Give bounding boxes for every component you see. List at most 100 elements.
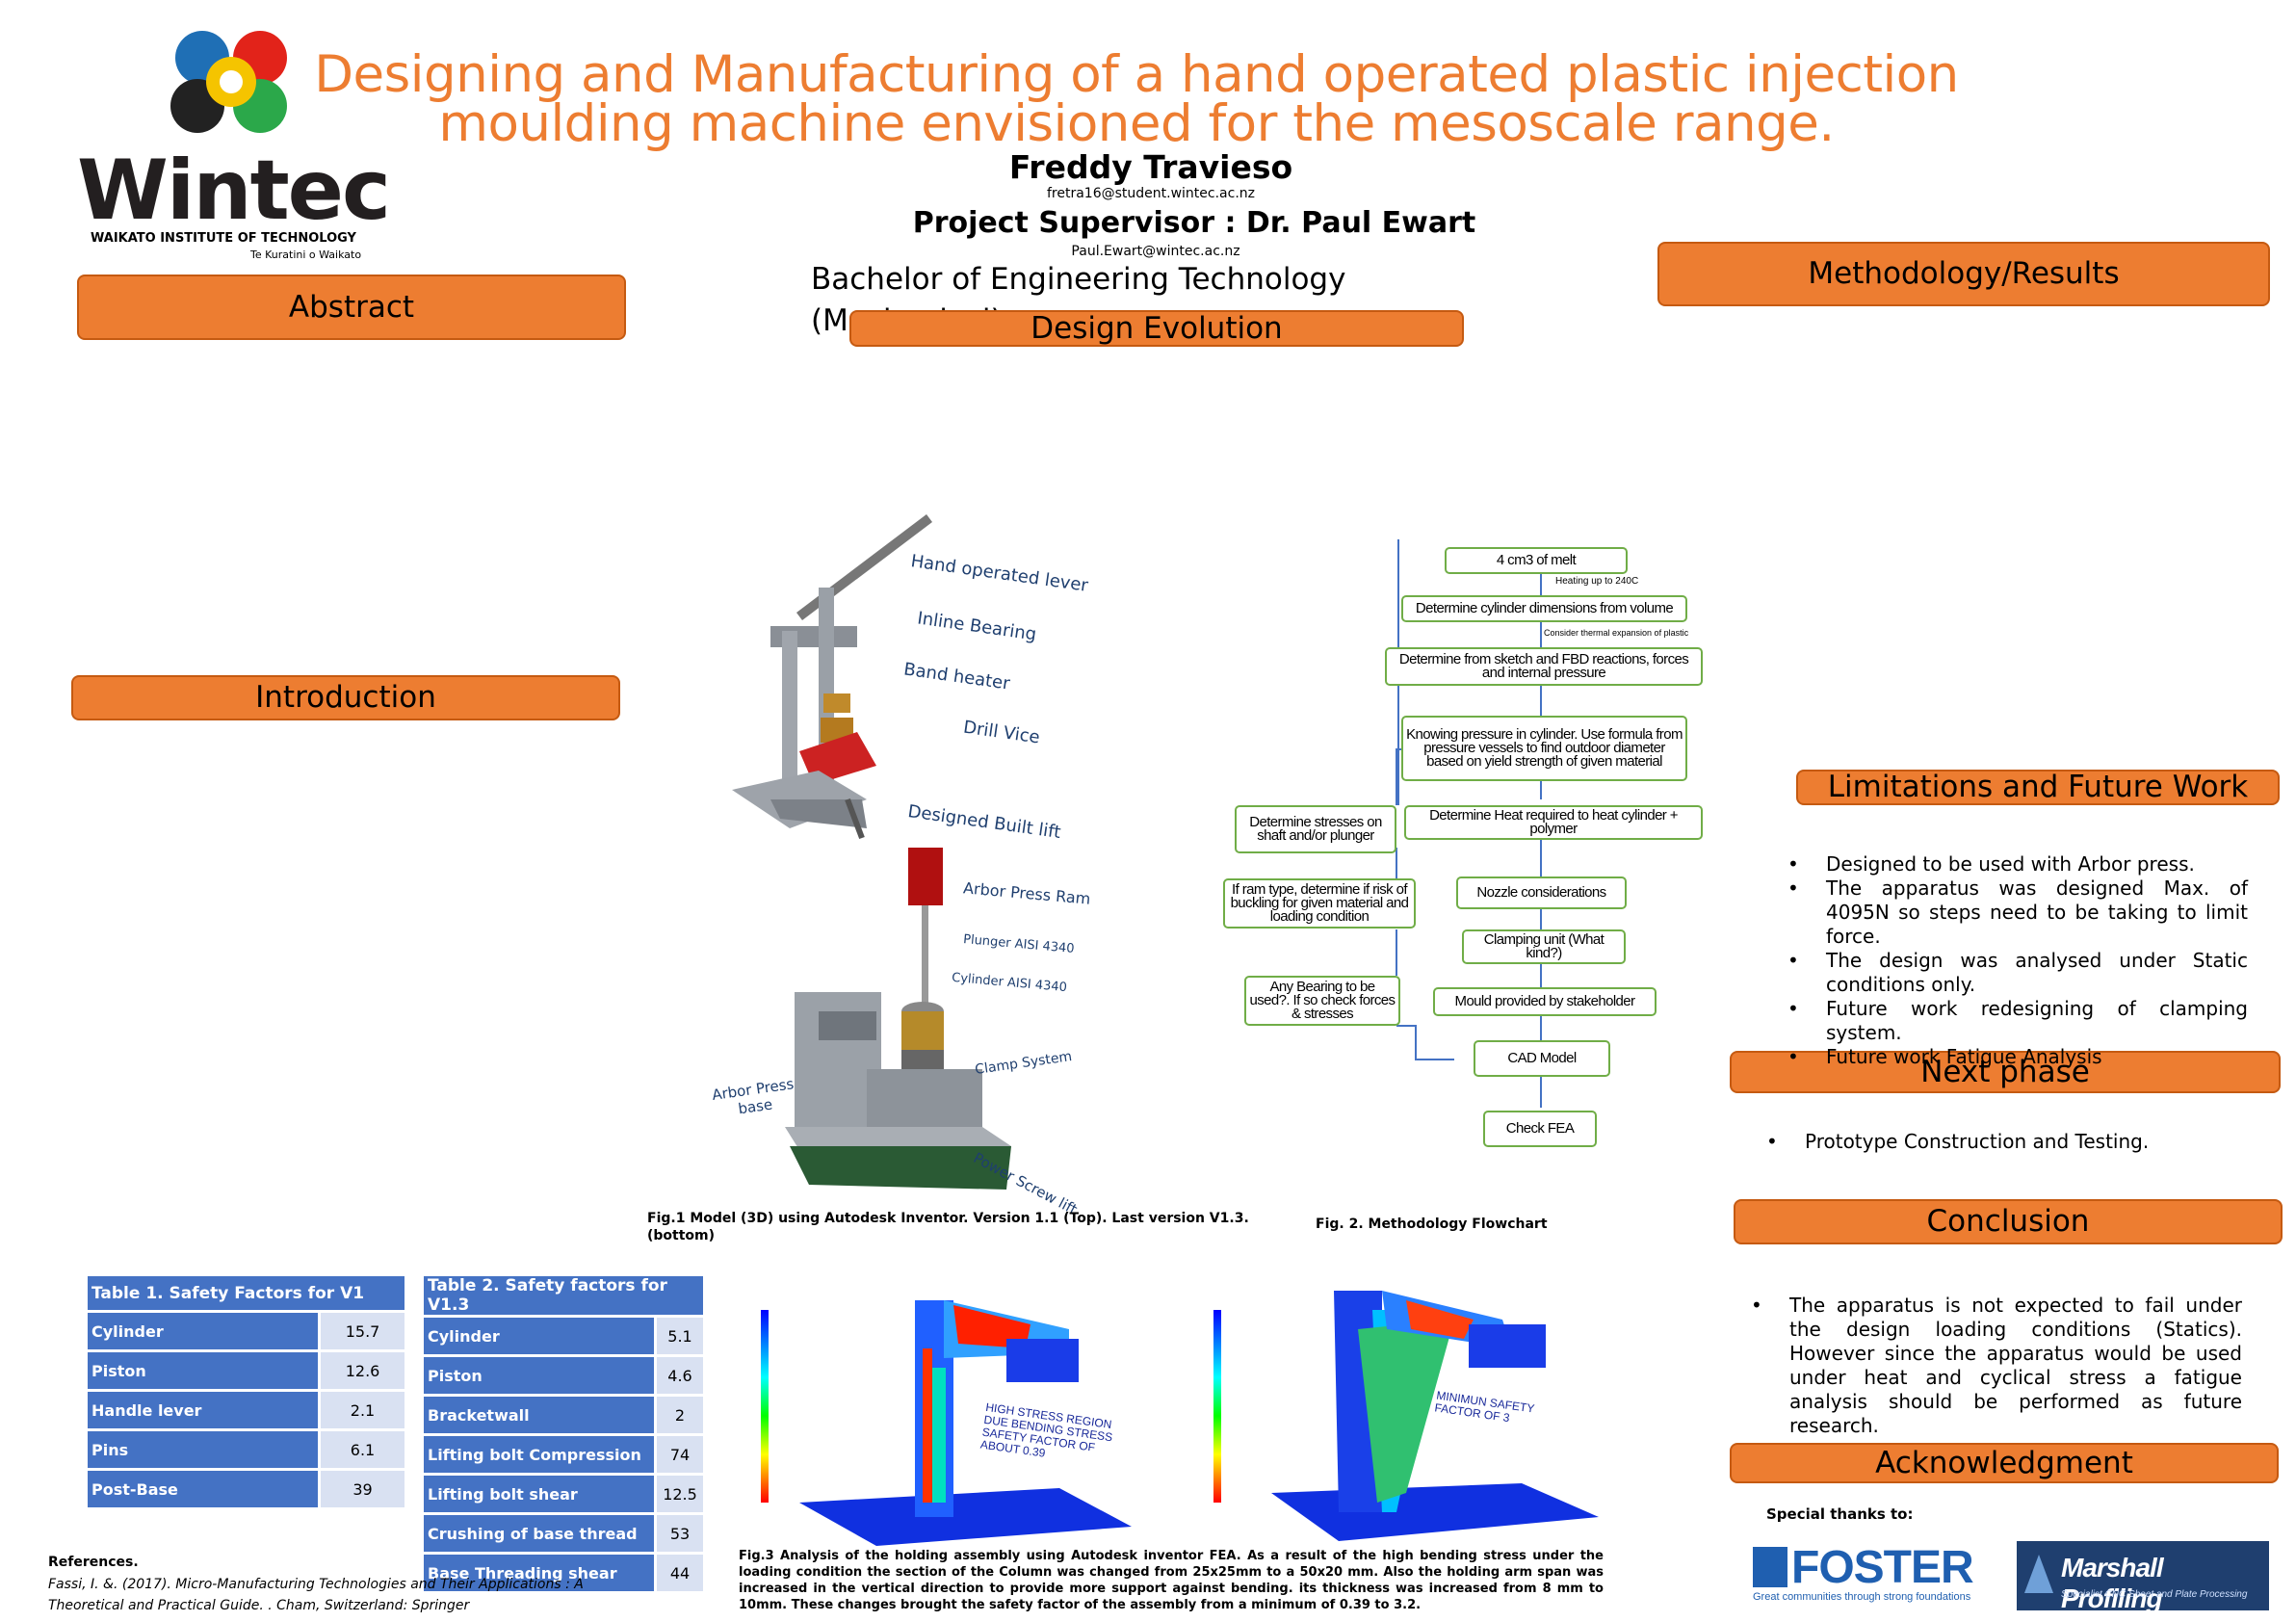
supervisor: Project Supervisor : Dr. Paul Ewart bbox=[912, 206, 1476, 240]
flow-node-buckling: If ram type, determine if risk of buckli… bbox=[1223, 878, 1416, 929]
methodology-flowchart: 4 cm3 of melt Heating up to 240C Determi… bbox=[1223, 539, 1724, 1156]
wintec-subtitle-maori: Te Kuratini o Waikato bbox=[250, 249, 362, 261]
table-safety-factors-v13: Table 2. Safety factors for V1.3 Cylinde… bbox=[421, 1273, 706, 1594]
wintec-emblem-icon bbox=[170, 31, 287, 133]
flow-node-nozzle: Nozzle considerations bbox=[1456, 876, 1627, 909]
list-item: The design was analysed under Static con… bbox=[1787, 949, 2248, 997]
list-item: Future work Fatigue Analysis bbox=[1787, 1045, 2248, 1069]
flow-node-fbd: Determine from sketch and FBD reactions,… bbox=[1385, 647, 1703, 686]
references-heading: References. bbox=[48, 1555, 139, 1570]
row-value: 2 bbox=[654, 1394, 706, 1436]
section-abstract: Abstract bbox=[77, 275, 626, 340]
row-label: Crushing of base thread bbox=[421, 1512, 657, 1555]
table2-title: Table 2. Safety factors for V1.3 bbox=[421, 1273, 706, 1318]
row-label: Lifting bolt Compression bbox=[421, 1433, 657, 1476]
references-line2: Theoretical and Practical Guide. . Cham,… bbox=[48, 1598, 470, 1613]
foster-wordmark: FOSTER bbox=[1791, 1542, 1974, 1593]
next-phase-list: Prototype Construction and Testing. bbox=[1766, 1130, 2267, 1154]
flow-node-bearing: Any Bearing to be used?. If so check for… bbox=[1244, 976, 1400, 1026]
supervisor-email: Paul.Ewart@wintec.ac.nz bbox=[1071, 244, 1240, 259]
row-value: 44 bbox=[654, 1552, 706, 1594]
list-item: The apparatus is not expected to fail un… bbox=[1751, 1294, 2242, 1438]
row-label: Handle lever bbox=[84, 1389, 322, 1431]
row-label: Post-Base bbox=[84, 1468, 322, 1510]
conclusion-list: The apparatus is not expected to fail un… bbox=[1751, 1294, 2242, 1438]
row-label: Cylinder bbox=[421, 1315, 657, 1357]
fig3-caption: Fig.3 Analysis of the holding assembly u… bbox=[739, 1549, 1604, 1612]
references-line1: Fassi, I. &. (2017). Micro-Manufacturing… bbox=[48, 1577, 584, 1592]
row-label: Lifting bolt shear bbox=[421, 1473, 657, 1515]
table1-title: Table 1. Safety Factors for V1 bbox=[85, 1273, 407, 1313]
author-name: Freddy Travieso bbox=[1008, 148, 1293, 186]
flow-node-cylinder-dims: Determine cylinder dimensions from volum… bbox=[1401, 595, 1687, 622]
row-label: Cylinder bbox=[84, 1310, 322, 1352]
section-limitations: Limitations and Future Work bbox=[1796, 770, 2280, 805]
fig1-caption: Fig.1 Model (3D) using Autodesk Inventor… bbox=[647, 1211, 1249, 1243]
flow-annotation-thermal: Consider thermal expansion of plastic bbox=[1544, 628, 1689, 638]
fea-stress-plot-after bbox=[1213, 1291, 1599, 1541]
foster-logo: FOSTER Great communities through strong … bbox=[1753, 1542, 1984, 1605]
marshall-wordmark: Marshall Profiling bbox=[2061, 1553, 2164, 1613]
flow-node-mould: Mould provided by stakeholder bbox=[1433, 987, 1657, 1016]
limitations-list: Designed to be used with Arbor press.The… bbox=[1787, 852, 2248, 1069]
wintec-logo: Wintec WAIKATO INSTITUTE OF TECHNOLOGY T… bbox=[77, 14, 391, 265]
list-item: Prototype Construction and Testing. bbox=[1766, 1130, 2267, 1154]
fea-stress-plot-before bbox=[761, 1300, 1132, 1546]
poster-title-line1: Designing and Manufacturing of a hand op… bbox=[314, 45, 1959, 104]
poster-title-line2: moulding machine envisioned for the meso… bbox=[438, 94, 1835, 153]
flow-node-heat: Determine Heat required to heat cylinder… bbox=[1404, 805, 1703, 840]
degree-line1: Bachelor of Engineering Technology bbox=[811, 262, 1346, 297]
section-acknowledgment: Acknowledgment bbox=[1730, 1443, 2279, 1483]
row-value: 6.1 bbox=[318, 1428, 407, 1471]
flow-annotation-heating: Heating up to 240C bbox=[1555, 576, 1639, 587]
flow-node-stresses: Determine stresses on shaft and/or plung… bbox=[1235, 805, 1396, 853]
section-methodology: Methodology/Results bbox=[1657, 242, 2270, 306]
row-value: 53 bbox=[654, 1512, 706, 1555]
foster-tagline: Great communities through strong foundat… bbox=[1753, 1591, 1971, 1603]
flow-node-cad: CAD Model bbox=[1474, 1040, 1610, 1077]
foster-logo-mark-icon bbox=[1753, 1547, 1787, 1587]
row-value: 12.5 bbox=[654, 1473, 706, 1515]
fea-left-image: HIGH STRESS REGION DUE BENDING STRESS SA… bbox=[751, 1252, 1136, 1551]
section-conclusion: Conclusion bbox=[1734, 1199, 2283, 1244]
flow-node-melt: 4 cm3 of melt bbox=[1445, 547, 1628, 574]
row-value: 74 bbox=[654, 1433, 706, 1476]
row-label: Piston bbox=[84, 1349, 322, 1392]
wintec-wordmark: Wintec bbox=[77, 143, 391, 239]
row-label: Base Threading shear bbox=[421, 1552, 657, 1594]
flow-node-fea: Check FEA bbox=[1483, 1111, 1597, 1147]
row-label: Pins bbox=[84, 1428, 322, 1471]
fig1-model-figure: Hand operated lever Inline Bearing Band … bbox=[693, 510, 1098, 1218]
list-item: Future work redesigning of clamping syst… bbox=[1787, 997, 2248, 1045]
row-value: 5.1 bbox=[654, 1315, 706, 1357]
fea-right-image: MINIMUN SAFETY FACTOR OF 3 bbox=[1204, 1252, 1608, 1551]
ack-thanks: Special thanks to: bbox=[1766, 1505, 1914, 1523]
flow-node-pressure-vessel: Knowing pressure in cylinder. Use formul… bbox=[1401, 716, 1687, 781]
row-value: 12.6 bbox=[318, 1349, 407, 1392]
section-introduction: Introduction bbox=[71, 675, 620, 720]
row-value: 15.7 bbox=[318, 1310, 407, 1352]
marshall-emblem-icon bbox=[2024, 1555, 2053, 1593]
injection-machine-model-image bbox=[732, 514, 1011, 1190]
list-item: The apparatus was designed Max. of 4095N… bbox=[1787, 876, 2248, 949]
row-label: Bracketwall bbox=[421, 1394, 657, 1436]
row-value: 39 bbox=[318, 1468, 407, 1510]
row-label: Piston bbox=[421, 1354, 657, 1397]
list-item: Designed to be used with Arbor press. bbox=[1787, 852, 2248, 876]
marshall-logo: Marshall Profiling Specialist CNC Sheet … bbox=[2017, 1541, 2269, 1613]
section-design-evolution: Design Evolution bbox=[849, 310, 1464, 347]
wintec-subtitle: WAIKATO INSTITUTE OF TECHNOLOGY bbox=[91, 231, 356, 246]
